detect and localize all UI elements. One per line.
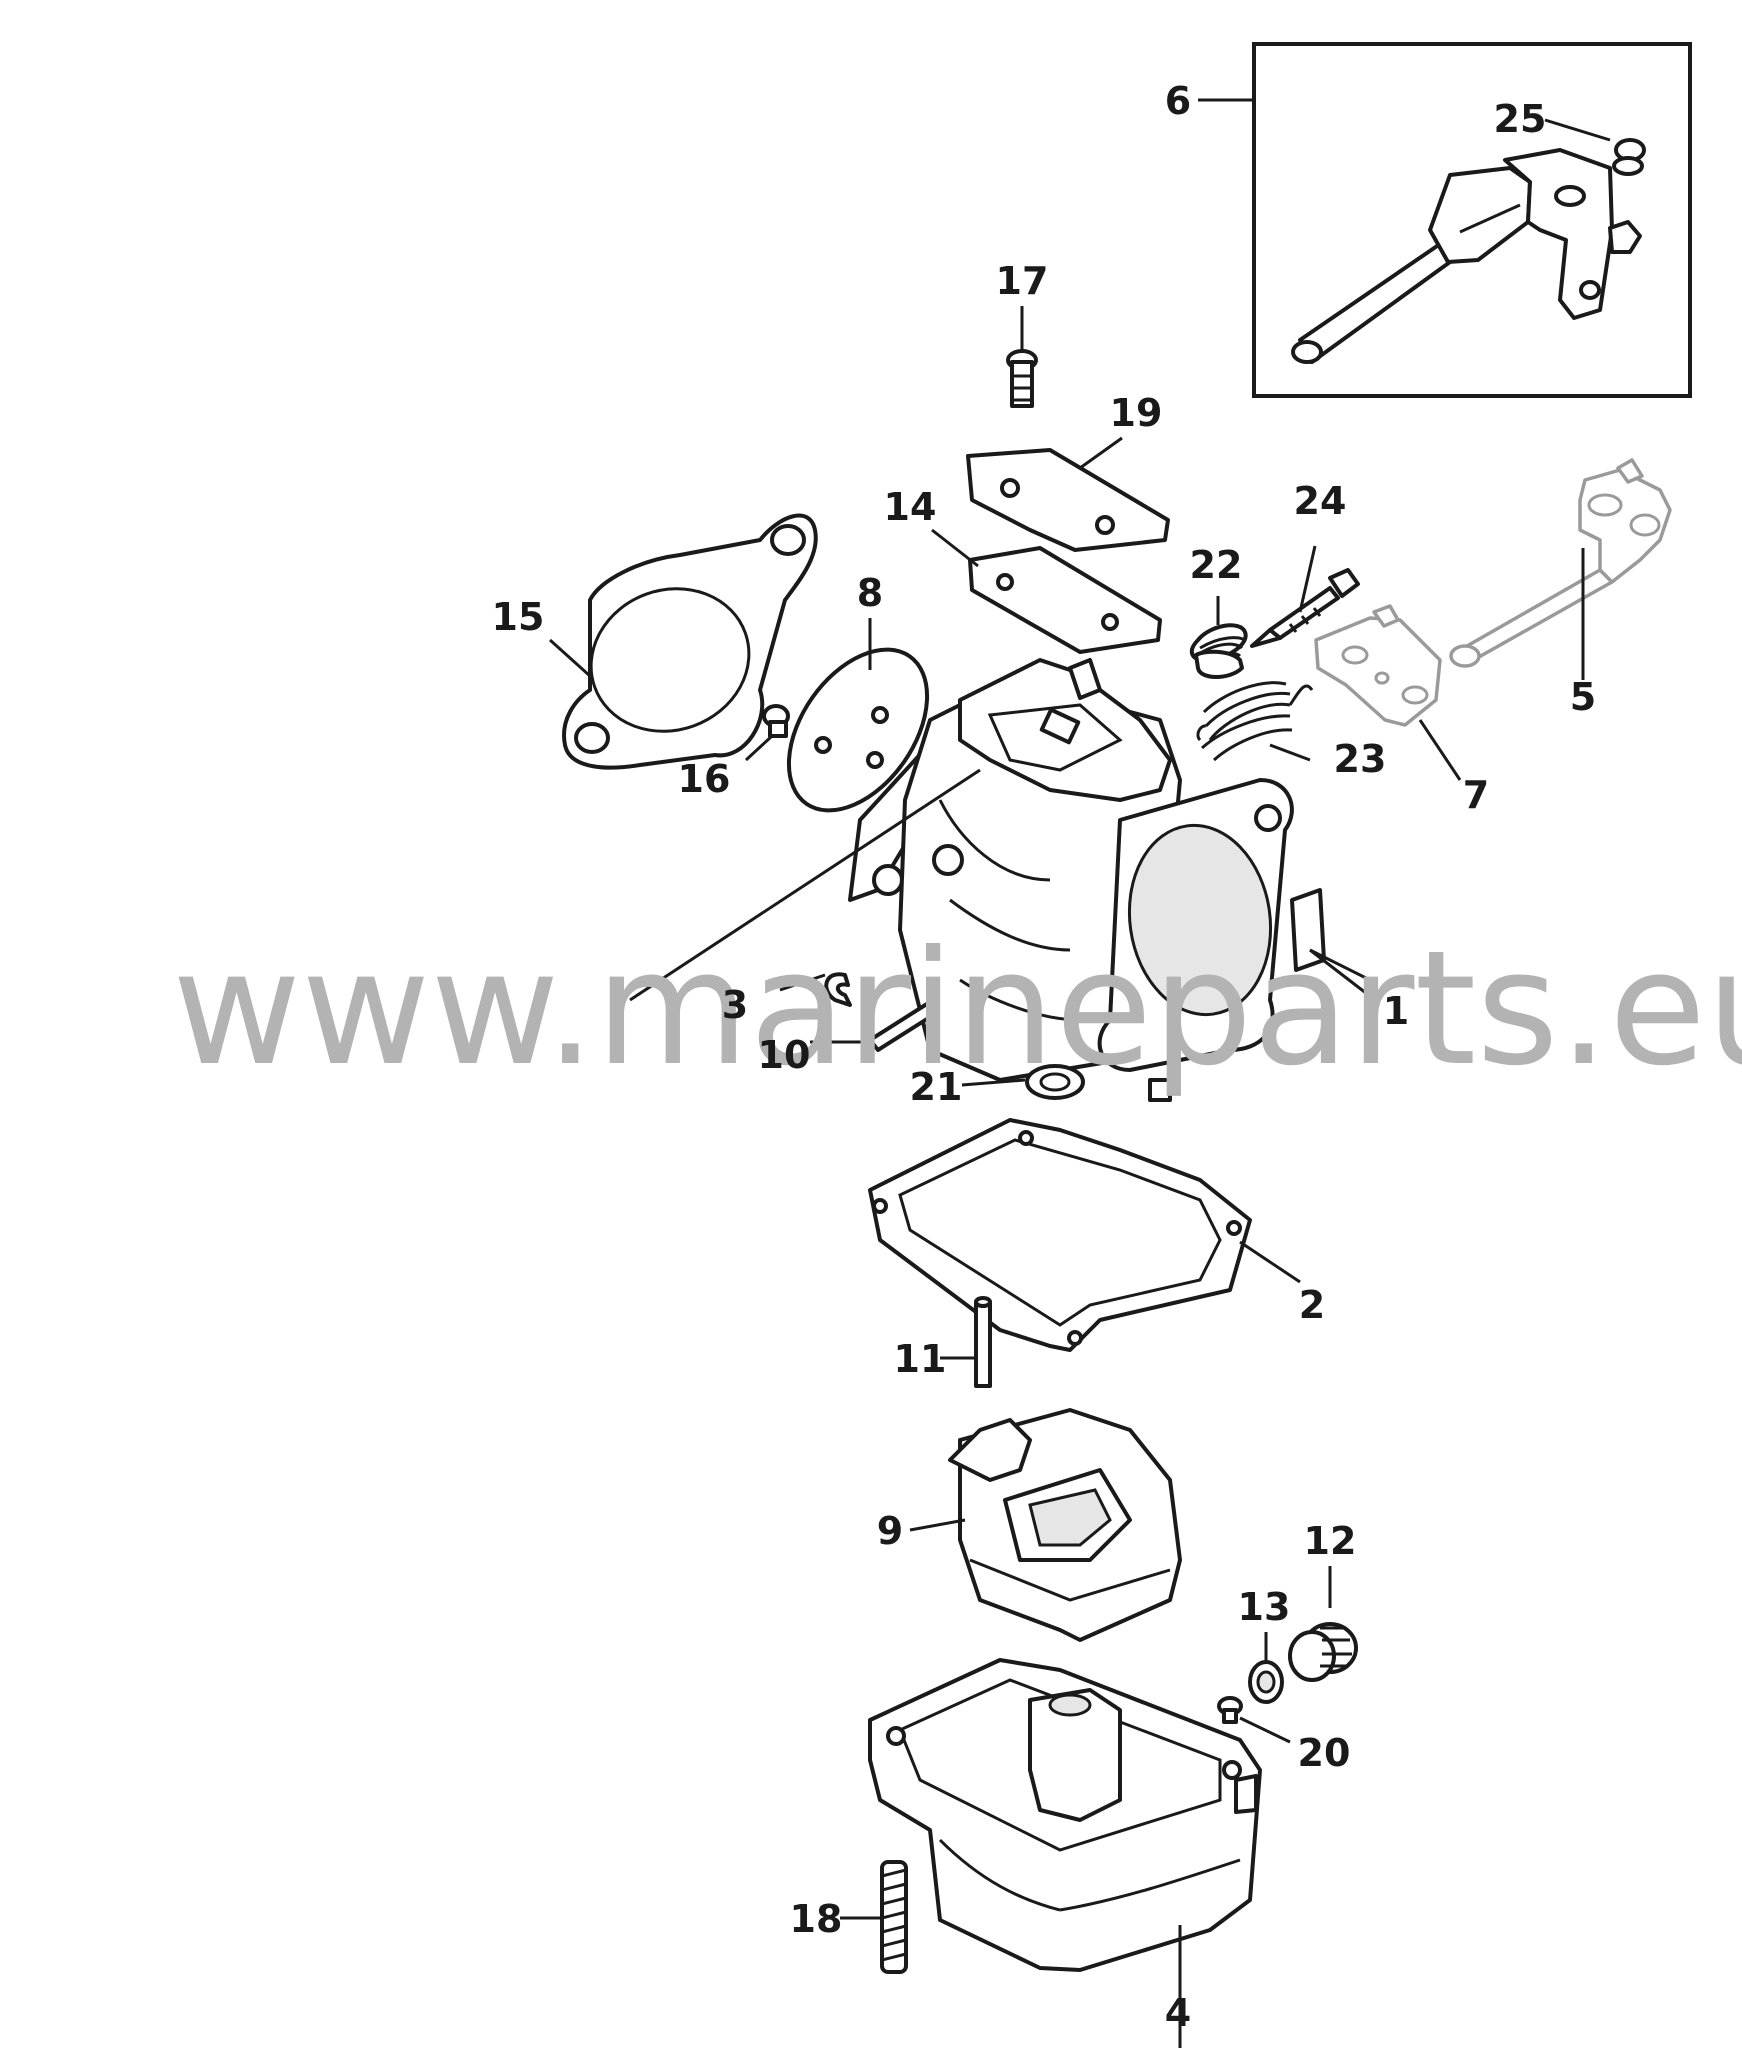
leader-lines — [548, 98, 1611, 2048]
part-4-float-bowl — [868, 1658, 1262, 1972]
callout-19: 19 — [1110, 391, 1163, 435]
part-16-screw — [762, 704, 790, 738]
part-6-inset — [1252, 42, 1692, 398]
callout-13: 13 — [1238, 1585, 1291, 1629]
callout-16: 16 — [678, 757, 731, 801]
callout-labels: 1 2 3 4 5 6 7 8 9 10 11 12 13 14 15 16 1… — [492, 79, 1597, 2035]
part-3-e-clip — [824, 972, 852, 1007]
part-21-o-ring — [1025, 1064, 1085, 1100]
callout-14: 14 — [884, 485, 937, 529]
part-18-spring — [880, 1860, 908, 1974]
part-7-cam-link — [1314, 604, 1442, 727]
part-1-carburetor-body — [848, 658, 1326, 1102]
part-23-spring — [1196, 681, 1314, 762]
part-19-cover-plate — [966, 448, 1170, 552]
part-8-diaphragm — [786, 647, 930, 813]
callout-12: 12 — [1304, 1519, 1357, 1563]
part-14-plate-gasket — [968, 546, 1162, 654]
callout-4: 4 — [1165, 1991, 1191, 2035]
watermark: www.marineparts.eu — [172, 917, 1742, 1101]
callout-25: 25 — [1494, 97, 1547, 141]
callout-1: 1 — [1383, 989, 1409, 1033]
callout-5: 5 — [1570, 675, 1596, 719]
part-24-needle-screw — [1250, 568, 1360, 648]
callout-23: 23 — [1334, 737, 1387, 781]
callout-9: 9 — [877, 1509, 903, 1553]
part-17-screw — [1006, 349, 1038, 408]
part-12-drain-plug — [1288, 1622, 1358, 1682]
part-20-screw — [1217, 1696, 1243, 1724]
part-11-pin — [974, 1296, 992, 1388]
callout-11: 11 — [894, 1337, 947, 1381]
part-13-washer — [1248, 1660, 1284, 1704]
callout-3: 3 — [722, 983, 748, 1027]
part-5-lever — [1449, 458, 1672, 668]
part-2-float-bowl-gasket — [868, 1118, 1252, 1352]
callout-18: 18 — [790, 1897, 843, 1941]
callout-17: 17 — [996, 259, 1049, 303]
callout-21: 21 — [910, 1065, 963, 1109]
callout-20: 20 — [1298, 1731, 1351, 1775]
callout-6: 6 — [1165, 79, 1191, 123]
part-15-flange-gasket — [562, 513, 818, 770]
callout-7: 7 — [1463, 773, 1489, 817]
part-22-spring — [1189, 623, 1248, 679]
callout-15: 15 — [492, 595, 545, 639]
callout-22: 22 — [1190, 543, 1243, 587]
part-10-pin — [868, 1000, 940, 1052]
part-9-float — [948, 1408, 1182, 1642]
callout-2: 2 — [1299, 1283, 1325, 1327]
callout-8: 8 — [857, 571, 883, 615]
callout-24: 24 — [1294, 479, 1347, 523]
callout-10: 10 — [758, 1033, 811, 1077]
